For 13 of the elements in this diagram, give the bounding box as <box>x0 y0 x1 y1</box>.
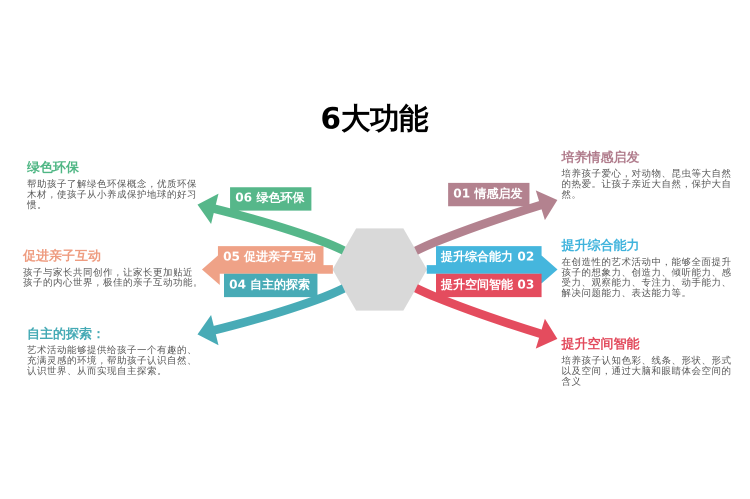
edge-label: 01 情感启发 <box>453 186 522 200</box>
node-text: 提升综合能力 在创造性的艺术活动中，能够全面提升孩子的想象力、创造力、倾听能力、感受力、观察能力、专注力、动手能力、解决问题能力、表达能力等。 <box>561 238 732 299</box>
node-text: 促进亲子互动 孩子与家长共同创作，让家长更加贴近孩子的内心世界，极佳的亲子互动功能。 <box>22 248 203 288</box>
diagram-title: 6大功能 <box>320 101 428 136</box>
node-text: 自主的探索： 艺术活动能够提供给孩子一个有趣的、充满灵感的环境，帮助孩子认识自然、认识世界、从而实现自主探索。 <box>27 326 198 376</box>
edge-label: 04 自主的探索 <box>229 276 310 291</box>
node-text: 提升空间智能 培养孩子认知色彩、线条、形状、形式以及空间，通过大脑和眼睛体会空间的含义 <box>561 336 732 387</box>
node-text: 培养情感启发 培养孩子爱心，对动物、昆虫等大自然的热爱。让孩子亲近大自然，保护大自然。 <box>561 150 732 200</box>
node-text: 绿色环保 帮助孩子了解绿色环保概念，优质环保木材，使孩子从小养成保护地球的好习惯。 <box>27 160 198 210</box>
edge-label: 05 促进亲子互动 <box>223 249 316 264</box>
edge-label: 提升综合能力 02 <box>441 249 534 264</box>
edge-label: 提升空间智能 03 <box>441 276 534 291</box>
edge-label: 06 绿色环保 <box>235 190 304 204</box>
